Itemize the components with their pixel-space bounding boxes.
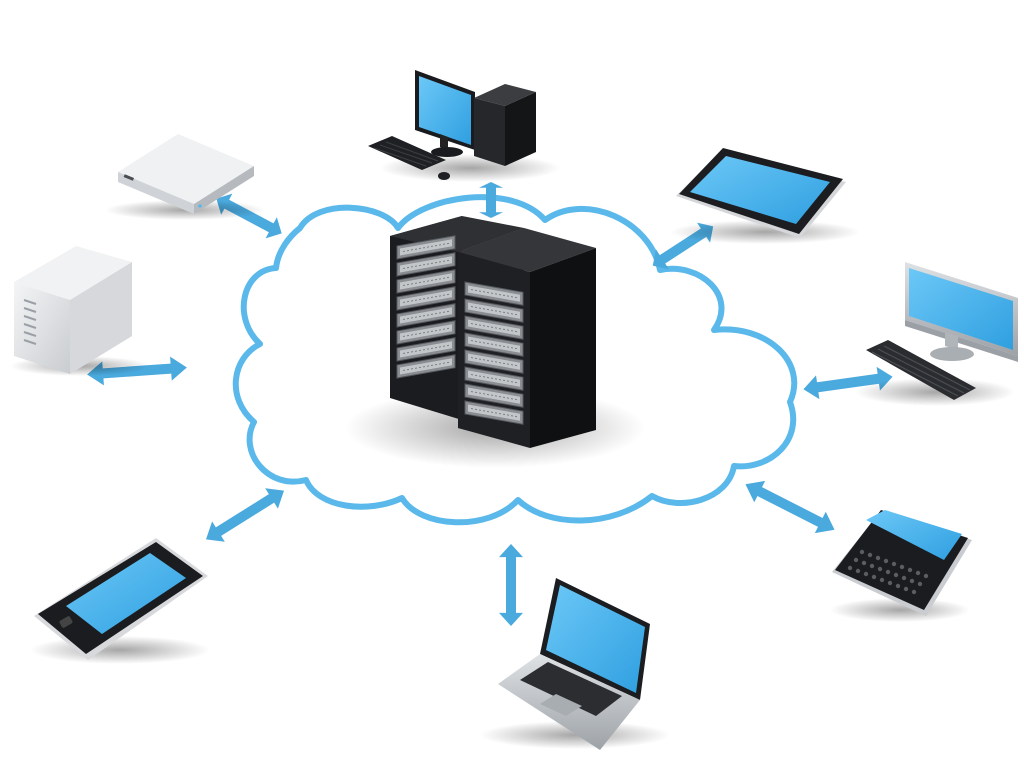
network-appliance-icon [105, 134, 265, 220]
server-rack [345, 216, 645, 468]
tablet-icon [670, 148, 860, 244]
qwerty-smartphone-icon [830, 510, 972, 622]
arrow-laptop [499, 544, 523, 626]
monitor-keyboard-icon [855, 262, 1018, 406]
laptop-icon [480, 578, 670, 750]
desktop-computer-icon [368, 70, 560, 182]
smartphone-icon [30, 538, 210, 664]
nas-tower-icon [10, 246, 150, 376]
arrow-smartphone [199, 480, 291, 550]
arrow-qwerty-phone [740, 473, 840, 541]
